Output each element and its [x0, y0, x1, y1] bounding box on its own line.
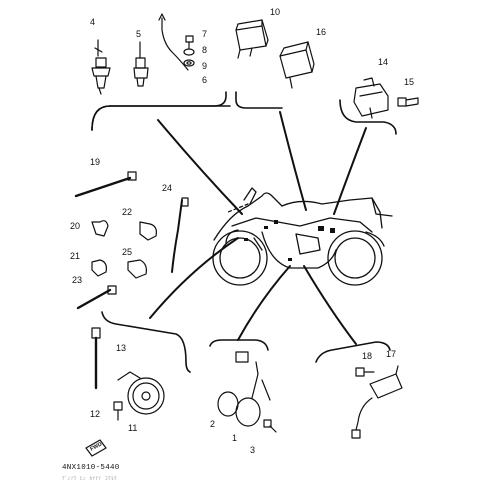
part-2-gasket: [217, 391, 239, 417]
part-24-clamp: [171, 197, 189, 273]
callout-16: 16: [316, 27, 327, 37]
callout-5: 5: [136, 29, 142, 39]
bracket-top-left: [91, 91, 227, 131]
callout-10: 10: [270, 7, 281, 17]
part-20-clamp: [91, 220, 109, 237]
part-10-relay: [235, 19, 269, 59]
part-7-screw: [185, 35, 194, 49]
part-6-lead: [158, 13, 189, 71]
part-25-clamp: [127, 259, 147, 279]
callout-2: 2: [210, 419, 216, 429]
fwd-stamp: [85, 439, 107, 457]
part-9-nut: [183, 59, 195, 67]
bracket-top-mid: [235, 91, 283, 109]
part-4-switch: [91, 39, 111, 95]
diagram-code: 4NX1010-5440: [62, 464, 120, 472]
callout-23: 23: [72, 275, 83, 285]
part-5-sender: [133, 41, 149, 87]
callout-22: 22: [122, 207, 133, 217]
callout-24: 24: [162, 183, 173, 193]
part-21-clamp: [91, 259, 107, 277]
callout-19: 19: [90, 157, 101, 167]
callout-21: 21: [70, 251, 81, 261]
callout-25: 25: [122, 247, 133, 257]
part-17-relay: [351, 365, 403, 439]
callout-11: 11: [128, 423, 138, 433]
callout-14: 14: [378, 57, 389, 67]
callout-4: 4: [90, 17, 96, 27]
bracket-top-right: [339, 99, 397, 135]
callout-18: 18: [362, 351, 373, 361]
bracket-fuel-sender: [209, 339, 269, 351]
callout-7: 7: [202, 29, 208, 39]
leader-c: [333, 127, 367, 215]
part-19-cable-tie: [74, 171, 137, 198]
callout-17: 17: [386, 349, 397, 359]
bracket-top-left-line: [91, 105, 231, 131]
leader-b: [279, 111, 307, 211]
part-14-starter-relay: [353, 77, 389, 119]
callout-1: 1: [232, 433, 238, 443]
callout-8: 8: [202, 45, 208, 55]
part-8-washer: [183, 48, 195, 56]
leader-f: [303, 265, 357, 345]
leader-lines: [149, 111, 367, 345]
part-11-horn: [117, 371, 165, 415]
callout-20: 20: [70, 221, 81, 231]
part-1-sender-unit: [235, 351, 271, 427]
part-18-bolt: [355, 367, 375, 377]
part-22-clamp: [139, 221, 157, 241]
motorcycle-outline: [212, 187, 393, 286]
bracket-relay: [315, 341, 391, 363]
part-13-cable-tie: [91, 327, 101, 390]
callout-6: 6: [202, 75, 208, 85]
location-markers: [244, 220, 335, 261]
part-16-relay: [279, 41, 315, 89]
bracket-horn: [101, 311, 191, 373]
callout-15: 15: [404, 77, 415, 87]
leader-e: [237, 265, 291, 341]
callout-12: 12: [90, 409, 101, 419]
footer-text: ﾃﾞﾝｿｳ ﾋﾝ ｶｲﾃｲ ｺｳﾓｸ: [62, 476, 118, 482]
part-3-screw: [263, 419, 277, 433]
callout-9: 9: [202, 61, 208, 71]
part-15-bolt: [397, 97, 419, 107]
callout-13: 13: [116, 343, 127, 353]
part-23-cable-tie: [76, 285, 117, 310]
callout-3: 3: [250, 445, 256, 455]
part-12-bolt: [113, 401, 123, 421]
leader-d: [149, 237, 239, 319]
leader-a: [157, 119, 243, 215]
